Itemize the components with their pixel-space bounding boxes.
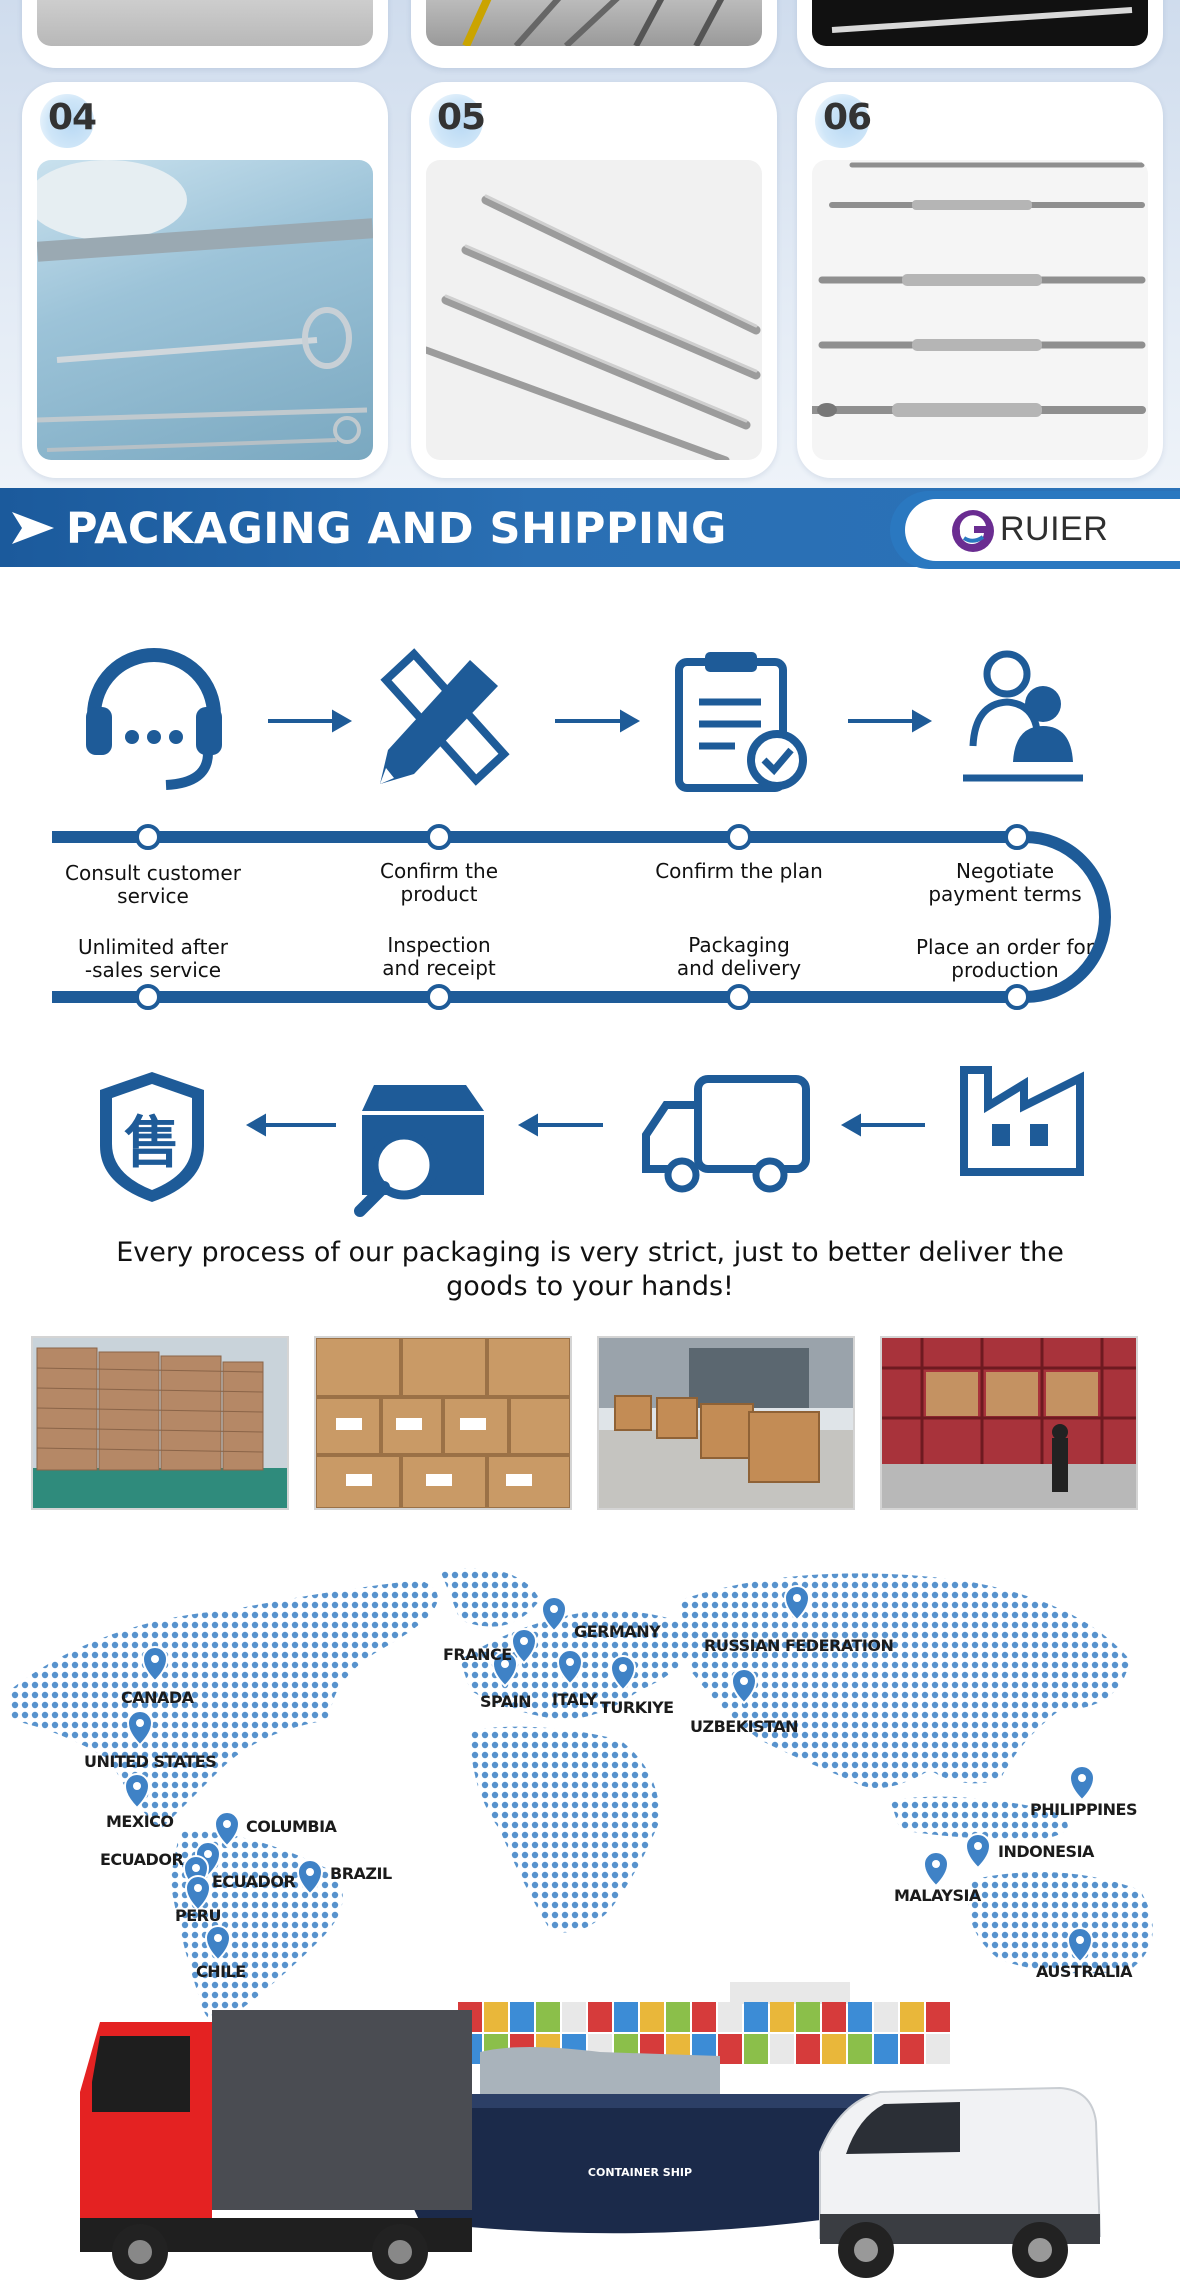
map-label: COLUMBIA	[246, 1817, 337, 1836]
pencil-ruler-icon	[380, 648, 510, 786]
map-label: AUSTRALIA	[1036, 1962, 1133, 1981]
map-label: PERU	[175, 1906, 221, 1925]
step-confirm-plan: Confirm the plan	[655, 859, 823, 883]
map-label: ECUADOR	[100, 1850, 184, 1869]
product-card-05: 05	[411, 82, 777, 478]
map-label: CANADA	[121, 1688, 194, 1707]
packaging-photo-4	[880, 1336, 1138, 1510]
map-label: TURKIYE	[600, 1698, 674, 1717]
section-title: PACKAGING AND SHIPPING	[66, 504, 727, 554]
arrow-right-icon	[12, 512, 54, 544]
packaging-photo-2	[314, 1336, 572, 1510]
map-label: ITALY	[552, 1690, 597, 1709]
step-packaging-delivery: Packaging and delivery	[676, 933, 802, 980]
product-photo	[426, 160, 762, 460]
map-label: PHILIPPINES	[1030, 1800, 1137, 1819]
product-grid: 04 05	[0, 0, 1180, 490]
process-flow: 售	[52, 648, 1111, 1217]
product-card-top-3	[797, 0, 1163, 68]
map-label: SPAIN	[480, 1692, 532, 1711]
map-label: ECUADOR	[212, 1872, 296, 1891]
card-number: 04	[48, 97, 97, 138]
white-van	[819, 2086, 1102, 2278]
brand-name: RUIER	[1000, 510, 1109, 548]
product-photo	[37, 160, 373, 460]
transport-vehicles: CONTAINER SHIP	[80, 1982, 1102, 2280]
step-inspection: Inspection and receipt	[382, 933, 496, 980]
people-icon	[963, 650, 1083, 782]
brand-logo-icon	[952, 510, 994, 552]
truck-icon	[642, 1075, 810, 1193]
map-label: FRANCE	[443, 1645, 512, 1664]
card-number: 06	[823, 97, 872, 138]
product-card-04: 04	[22, 82, 388, 478]
map-label: UNITED STATES	[84, 1752, 217, 1771]
packaging-photo-3	[597, 1336, 855, 1510]
step-after-sales: Unlimited after -sales service	[78, 935, 228, 982]
map-label: INDONESIA	[998, 1842, 1094, 1861]
number-badge	[429, 94, 483, 148]
packaging-tagline: Every process of our packaging is very s…	[116, 1237, 1064, 1302]
number-badge	[40, 94, 94, 148]
map-label: CHILE	[196, 1962, 246, 1981]
map-label: MALAYSIA	[894, 1886, 981, 1905]
clipboard-check-icon	[675, 652, 807, 792]
map-label: UZBEKISTAN	[690, 1717, 799, 1736]
shield-sale-icon: 售	[100, 1072, 204, 1202]
map-label: BRAZIL	[330, 1864, 392, 1883]
step-consult-service: Consult customer service	[65, 861, 241, 908]
product-card-top-2	[411, 0, 777, 68]
factory-icon	[960, 1066, 1084, 1176]
card-number: 05	[437, 97, 486, 138]
step-place-order: Place an order for production	[915, 935, 1094, 982]
map-label: GERMANY	[574, 1622, 661, 1641]
number-badge	[815, 94, 869, 148]
svg-text:售: 售	[124, 1111, 180, 1176]
product-card-top-1	[22, 0, 388, 68]
map-label: RUSSIAN FEDERATION	[704, 1636, 894, 1655]
product-photo	[812, 160, 1148, 460]
ship-hull-text: CONTAINER SHIP	[588, 2166, 692, 2179]
red-truck	[80, 2010, 472, 2280]
product-card-06: 06	[797, 82, 1163, 478]
step-confirm-product: Confirm the product	[379, 859, 498, 906]
box-search-icon	[354, 1085, 484, 1217]
headset-icon	[86, 648, 222, 790]
step-payment-terms: Negotiate payment terms	[928, 859, 1082, 906]
map-label: MEXICO	[106, 1812, 174, 1831]
packaging-photo-1	[31, 1336, 289, 1510]
world-map	[10, 1568, 1153, 2023]
brand-pill-inner	[905, 499, 1180, 561]
